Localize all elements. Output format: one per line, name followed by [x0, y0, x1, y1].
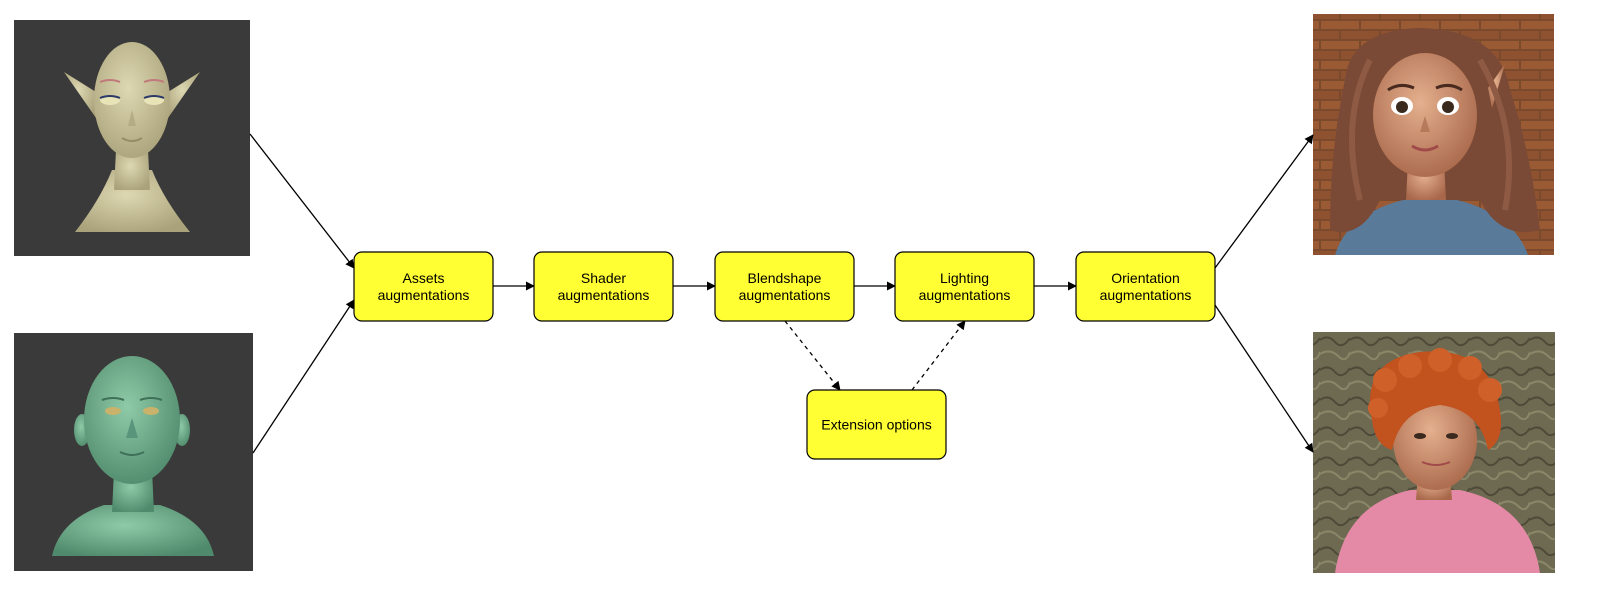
node-blendshape-box — [714, 251, 855, 322]
elf-render-photo-icon — [1330, 28, 1540, 255]
edge-human-input-to-assets — [252, 299, 355, 454]
human-render-image — [1313, 332, 1555, 573]
elf-head-model-image — [14, 20, 250, 256]
node-extension-box — [806, 389, 947, 460]
edge-elf-input-to-assets — [249, 133, 355, 269]
human-head-model-image — [14, 333, 253, 571]
node-orientation-box — [1075, 251, 1216, 322]
human-head-model-icon — [52, 356, 214, 556]
elf-render-image — [1313, 14, 1554, 255]
human-render-photo-icon — [1335, 348, 1540, 573]
edge-extension-to-lighting — [911, 320, 966, 391]
node-lighting-box — [894, 251, 1035, 322]
edge-blendshape-to-extension — [784, 320, 841, 391]
edges-layer — [249, 133, 1314, 454]
elf-head-model-icon — [64, 42, 200, 232]
node-assets-box — [353, 251, 494, 322]
node-shader-box — [533, 251, 674, 322]
node-extension-label: Extension options — [821, 417, 932, 433]
node-extension: Extension options — [806, 389, 947, 460]
edge-orientation-to-elf-render — [1214, 134, 1314, 269]
edge-orientation-to-human-render — [1214, 304, 1314, 453]
